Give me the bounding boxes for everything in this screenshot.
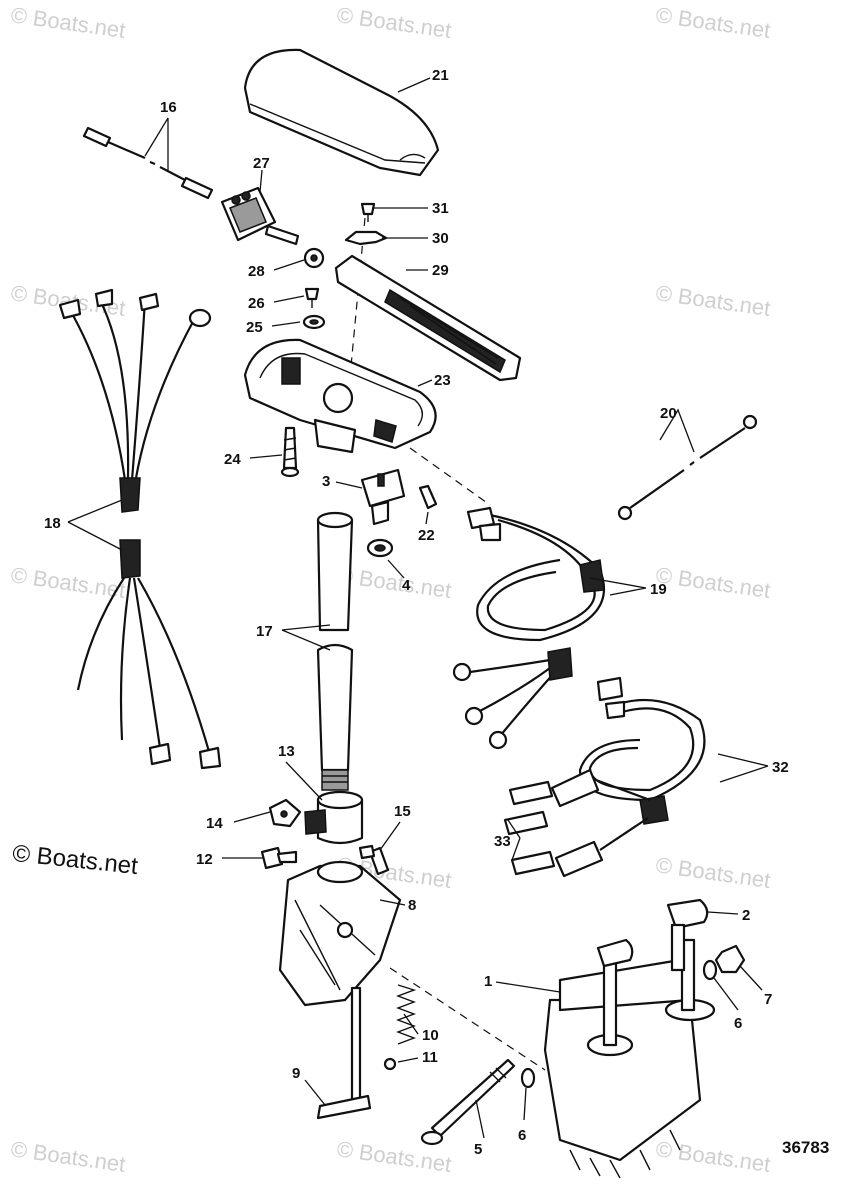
callout-14: 14 <box>206 815 223 832</box>
figure-number: 36783 <box>782 1138 830 1157</box>
screw-part-31 <box>360 202 376 222</box>
callout-20: 20 <box>660 405 677 422</box>
watermark: © Boats.net <box>654 852 772 893</box>
callout-15: 15 <box>394 803 411 820</box>
watermark: © Boats.net <box>654 1136 772 1177</box>
mount-bracket-part-8 <box>278 860 402 1007</box>
bracket-part-30 <box>344 230 388 246</box>
shaft-tube-part-17 <box>316 511 354 791</box>
callout-13: 13 <box>278 743 295 760</box>
tiller-handle-part-29 <box>334 254 522 382</box>
callout-27: 27 <box>253 155 270 172</box>
callout-10: 10 <box>422 1027 439 1044</box>
callout-4: 4 <box>402 577 411 594</box>
battery-clip-part-33 <box>503 768 651 878</box>
alignment-lines <box>347 217 546 1071</box>
watermark: © Boats.net <box>335 562 453 603</box>
callout-7: 7 <box>764 991 772 1008</box>
callout-25: 25 <box>246 319 263 336</box>
toggle-switch-part-3 <box>360 468 406 526</box>
clamp-assembly-part-1 <box>543 938 716 1179</box>
clamp-screw-part-2 <box>596 898 709 972</box>
callout-28: 28 <box>248 263 265 280</box>
watermark: © Boats.net <box>9 2 127 43</box>
callout-23: 23 <box>434 372 451 389</box>
bolt-part-5 <box>420 1058 516 1146</box>
callout-9: 9 <box>292 1065 300 1082</box>
battery-cable-part-19 <box>452 506 605 750</box>
callout-21: 21 <box>432 67 449 84</box>
callout-19: 19 <box>650 581 667 598</box>
t-handle-part-9 <box>316 986 372 1120</box>
callout-2: 2 <box>742 907 750 924</box>
nut-part-28 <box>303 247 325 269</box>
ball-part-11 <box>383 1057 397 1071</box>
screw-part-24 <box>280 426 300 478</box>
callout-6-upper: 6 <box>734 1015 742 1032</box>
leader-lines <box>67 77 769 1139</box>
callout-31: 31 <box>432 200 449 217</box>
spring-part-10 <box>396 984 417 1045</box>
switch-part-27 <box>220 186 300 246</box>
washer-part-6-lower <box>520 1067 536 1089</box>
callout-1: 1 <box>484 973 492 990</box>
screw-part-26 <box>304 287 320 308</box>
wire-harness-part-18 <box>58 288 222 770</box>
watermark: © Boats.net <box>654 280 772 321</box>
callout-22: 22 <box>418 527 435 544</box>
cover-part-21 <box>243 48 440 177</box>
bolt-part-15 <box>358 844 390 876</box>
callout-3: 3 <box>322 473 330 490</box>
callout-30: 30 <box>432 230 449 247</box>
washer-part-25 <box>302 314 326 330</box>
callout-labels: 21 16 27 31 30 29 28 26 25 23 24 3 22 4 … <box>44 67 789 1158</box>
callout-18: 18 <box>44 515 61 532</box>
callout-32: 32 <box>772 759 789 776</box>
callout-24: 24 <box>224 451 241 468</box>
bolt-part-12 <box>260 846 298 870</box>
collar-part-13 <box>304 790 364 845</box>
watermark: © Boats.net <box>9 1136 127 1177</box>
cable-set-part-32 <box>578 676 706 825</box>
callout-17: 17 <box>256 623 273 640</box>
control-housing-part-23 <box>243 338 437 454</box>
callout-12: 12 <box>196 851 213 868</box>
bushing-part-4 <box>366 538 394 558</box>
callout-33: 33 <box>494 833 511 850</box>
watermark: © Boats.net <box>654 562 772 603</box>
callout-5: 5 <box>474 1141 482 1158</box>
callout-16: 16 <box>160 99 177 116</box>
knob-part-14 <box>268 798 302 828</box>
callout-29: 29 <box>432 262 449 279</box>
callout-11: 11 <box>422 1049 438 1066</box>
callout-6-lower: 6 <box>518 1127 526 1144</box>
jumper-wire-part-20 <box>617 414 758 521</box>
nut-part-7 <box>714 944 746 974</box>
callout-26: 26 <box>248 295 265 312</box>
callout-8: 8 <box>408 897 416 914</box>
watermark: © Boats.net <box>335 2 453 43</box>
watermark: © Boats.net <box>9 562 127 603</box>
jumper-wire-part-16 <box>82 126 214 200</box>
pin-part-22 <box>418 484 438 510</box>
washer-part-6-upper <box>702 959 718 981</box>
watermark: © Boats.net <box>654 2 772 43</box>
